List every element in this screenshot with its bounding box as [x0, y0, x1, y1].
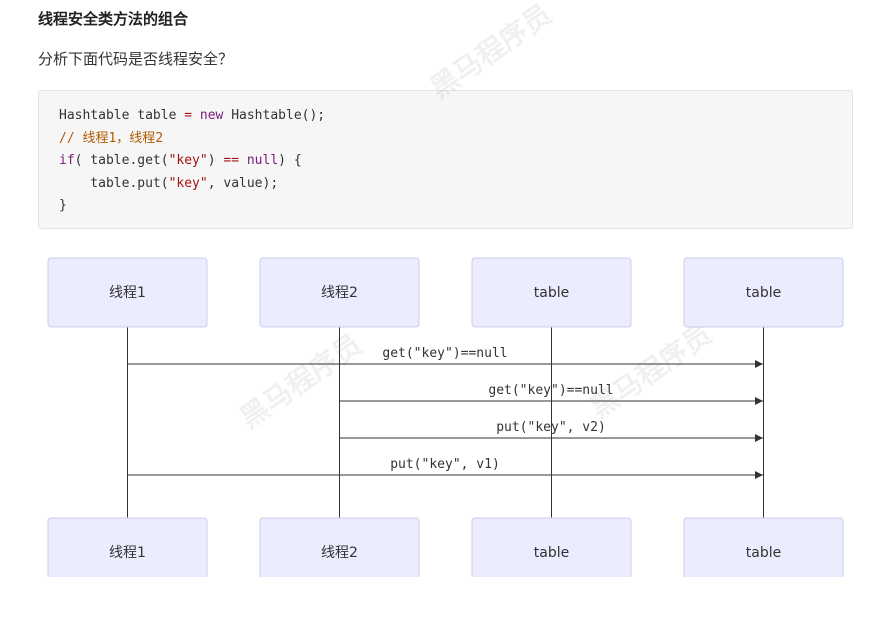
code-line-1: Hashtable table = new Hashtable(); — [59, 108, 326, 123]
message-label-4: put("key", v1) — [390, 457, 500, 472]
actor-label-bottom-table-2: table — [746, 545, 781, 561]
section-heading: 线程安全类方法的组合 — [38, 10, 189, 28]
code-line-2: // 线程1，线程2 — [59, 130, 164, 146]
question-text: 分析下面代码是否线程安全？ — [38, 50, 234, 68]
message-label-3: put("key", v2) — [496, 420, 606, 435]
bottom-mask — [0, 577, 882, 619]
actor-label-top-thread1: 线程1 — [109, 285, 146, 301]
message-label-1: get("key")==null — [382, 346, 507, 361]
actor-label-top-table-2: table — [746, 285, 781, 301]
code-line-3: if( table.get("key") == null) { — [59, 153, 302, 168]
actor-label-top-table-1: table — [534, 285, 569, 301]
code-block: Hashtable table = new Hashtable(); // 线程… — [38, 90, 853, 229]
actor-label-bottom-table-1: table — [534, 545, 569, 561]
message-label-2: get("key")==null — [488, 383, 613, 398]
actor-box-top-thread1 — [47, 257, 208, 328]
actor-box-top-thread2 — [259, 257, 420, 328]
actor-box-top-table-2 — [683, 257, 844, 328]
code-line-4: table.put("key", value); — [59, 175, 279, 191]
code-line-5: } — [59, 198, 67, 213]
actor-box-top-table-1 — [471, 257, 632, 328]
actor-label-bottom-thread2: 线程2 — [321, 545, 358, 561]
actor-label-top-thread2: 线程2 — [321, 285, 358, 301]
actor-label-bottom-thread1: 线程1 — [109, 545, 146, 561]
